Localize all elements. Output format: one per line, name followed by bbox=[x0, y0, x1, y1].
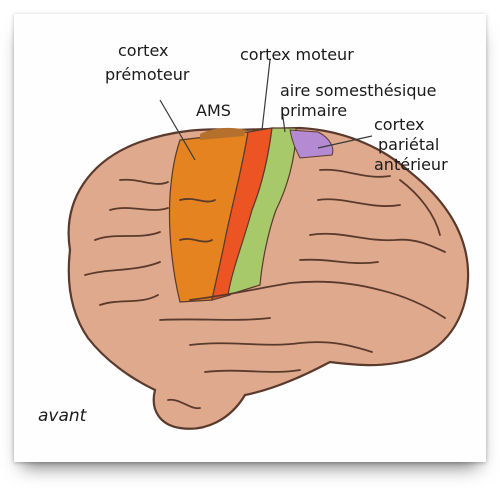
label-ams: AMS bbox=[196, 101, 231, 120]
label-parietal-line3: antérieur bbox=[374, 155, 448, 174]
label-motor: cortex moteur bbox=[240, 45, 354, 64]
label-front: avant bbox=[38, 406, 88, 426]
label-sensory-line1: aire somesthésique bbox=[280, 81, 436, 100]
label-premotor-line2: prémoteur bbox=[105, 65, 190, 84]
label-parietal-line1: cortex bbox=[374, 115, 424, 134]
label-parietal-line2: pariétal bbox=[378, 135, 439, 154]
label-premotor-line1: cortex bbox=[118, 41, 168, 60]
label-sensory-line2: primaire bbox=[280, 101, 347, 120]
